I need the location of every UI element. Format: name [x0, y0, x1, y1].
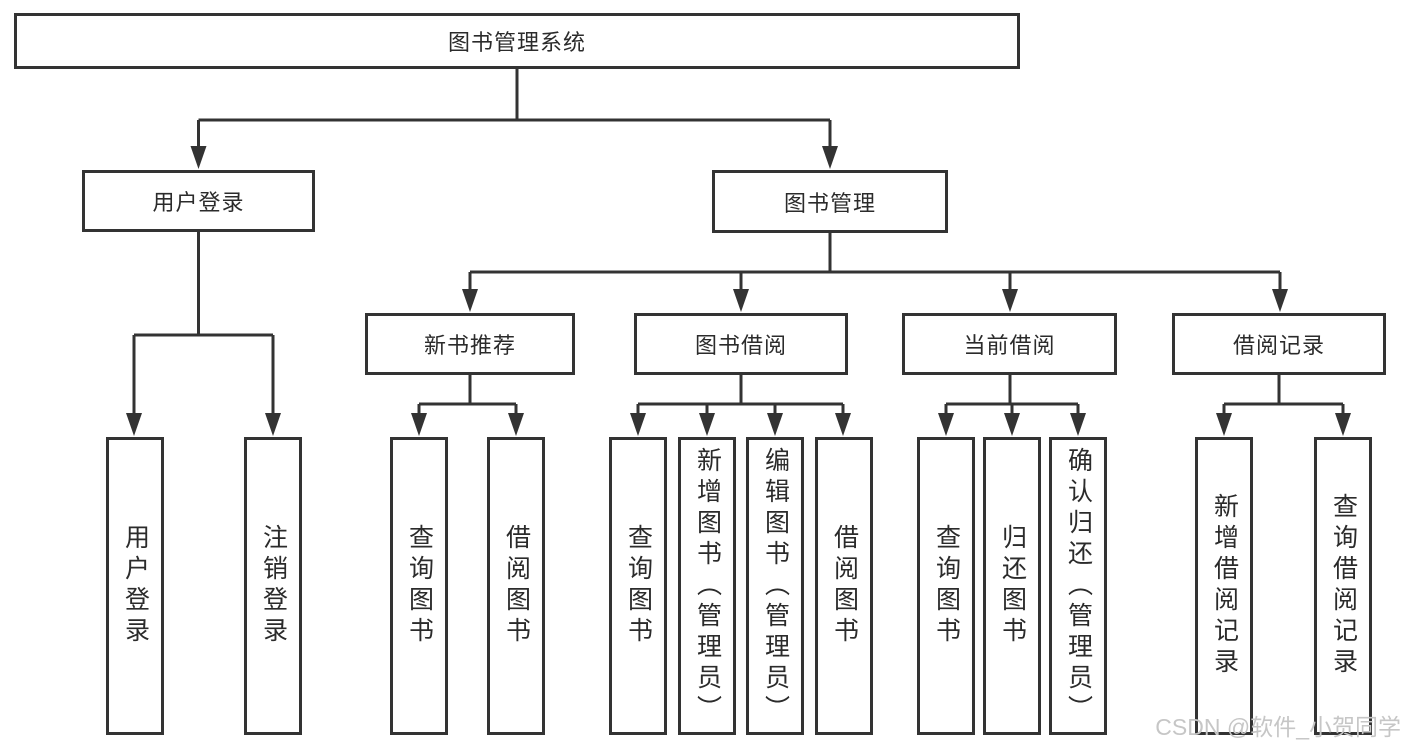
leaf-borrow-books-label: 借阅图书 — [830, 524, 859, 648]
node-book-borrow: 图书借阅 — [634, 313, 848, 375]
arrowhead-icon — [699, 413, 715, 436]
edge-bookmgmt-to-level3 — [468, 233, 1282, 293]
leaf-edit-books-admin-label: 编辑图书（管理员） — [761, 446, 790, 726]
leaf-query-books-current: 查询图书 — [917, 437, 975, 735]
arrowhead-icon — [767, 413, 783, 436]
node-new-book-recommend: 新书推荐 — [365, 313, 575, 375]
arrowhead-icon — [1002, 289, 1018, 312]
edge-recommend-to-leaves — [417, 375, 518, 418]
leaf-user-login: 用户登录 — [106, 437, 164, 735]
leaf-add-books-admin: 新增图书（管理员） — [678, 437, 736, 735]
arrowhead-icon — [938, 413, 954, 436]
leaf-query-books-recommend-label: 查询图书 — [405, 524, 434, 648]
arrowhead-icon — [1335, 413, 1351, 436]
node-book-borrow-label: 图书借阅 — [694, 333, 787, 358]
node-system-root: 图书管理系统 — [14, 13, 1020, 69]
node-borrow-records-label: 借阅记录 — [1232, 333, 1325, 358]
arrowhead-icon — [1070, 413, 1086, 436]
arrowhead-icon — [1216, 413, 1232, 436]
arrowhead-icon — [822, 146, 838, 169]
leaf-query-borrow-record-label: 查询借阅记录 — [1329, 493, 1358, 679]
arrowhead-icon — [411, 413, 427, 436]
leaf-add-books-admin-label: 新增图书（管理员） — [693, 446, 722, 726]
edge-userlogin-to-leaves — [132, 232, 275, 418]
arrowhead-icon — [462, 289, 478, 312]
edge-root-to-level2 — [197, 69, 832, 150]
node-current-borrow: 当前借阅 — [902, 313, 1117, 375]
edge-records-to-leaves — [1222, 375, 1345, 418]
leaf-logout-label: 注销登录 — [259, 524, 288, 648]
leaf-borrow-books: 借阅图书 — [815, 437, 873, 735]
node-borrow-records: 借阅记录 — [1172, 313, 1386, 375]
leaf-borrow-books-recommend: 借阅图书 — [487, 437, 545, 735]
leaf-borrow-books-recommend-label: 借阅图书 — [502, 524, 531, 648]
leaf-return-books: 归还图书 — [983, 437, 1041, 735]
leaf-query-books-current-label: 查询图书 — [932, 524, 961, 648]
leaf-query-books-borrow-label: 查询图书 — [624, 524, 653, 648]
node-book-management-label: 图书管理 — [783, 190, 876, 216]
arrowhead-icon — [1272, 289, 1288, 312]
arrowhead-icon — [190, 146, 207, 169]
leaf-query-books-recommend: 查询图书 — [390, 437, 448, 735]
arrowhead-icon — [1004, 413, 1020, 436]
leaf-user-login-label: 用户登录 — [121, 524, 150, 648]
edge-current-to-leaves — [944, 375, 1080, 418]
leaf-add-borrow-record: 新增借阅记录 — [1195, 437, 1253, 735]
node-book-management: 图书管理 — [712, 170, 948, 233]
arrowhead-icon — [835, 413, 851, 436]
leaf-edit-books-admin: 编辑图书（管理员） — [746, 437, 804, 735]
node-new-book-recommend-label: 新书推荐 — [423, 333, 516, 358]
leaf-add-borrow-record-label: 新增借阅记录 — [1210, 493, 1239, 679]
node-user-login-group: 用户登录 — [82, 170, 315, 232]
edge-borrow-to-leaves — [636, 375, 845, 418]
arrowhead-icon — [126, 413, 142, 436]
node-system-root-label: 图书管理系统 — [447, 30, 586, 55]
arrowhead-icon — [508, 413, 524, 436]
node-user-login-group-label: 用户登录 — [152, 190, 245, 215]
arrowhead-icon — [733, 289, 749, 312]
leaf-return-books-label: 归还图书 — [998, 524, 1027, 648]
watermark: CSDN @软件_小贺同学 — [1155, 714, 1401, 740]
arrowhead-icon — [630, 413, 646, 436]
leaf-query-borrow-record: 查询借阅记录 — [1314, 437, 1372, 735]
leaf-confirm-return-admin: 确认归还（管理员） — [1049, 437, 1107, 735]
leaf-query-books-borrow: 查询图书 — [609, 437, 667, 735]
leaf-logout: 注销登录 — [244, 437, 302, 735]
leaf-confirm-return-admin-label: 确认归还（管理员） — [1064, 446, 1093, 726]
node-current-borrow-label: 当前借阅 — [963, 333, 1056, 358]
arrowhead-icon — [265, 413, 281, 436]
